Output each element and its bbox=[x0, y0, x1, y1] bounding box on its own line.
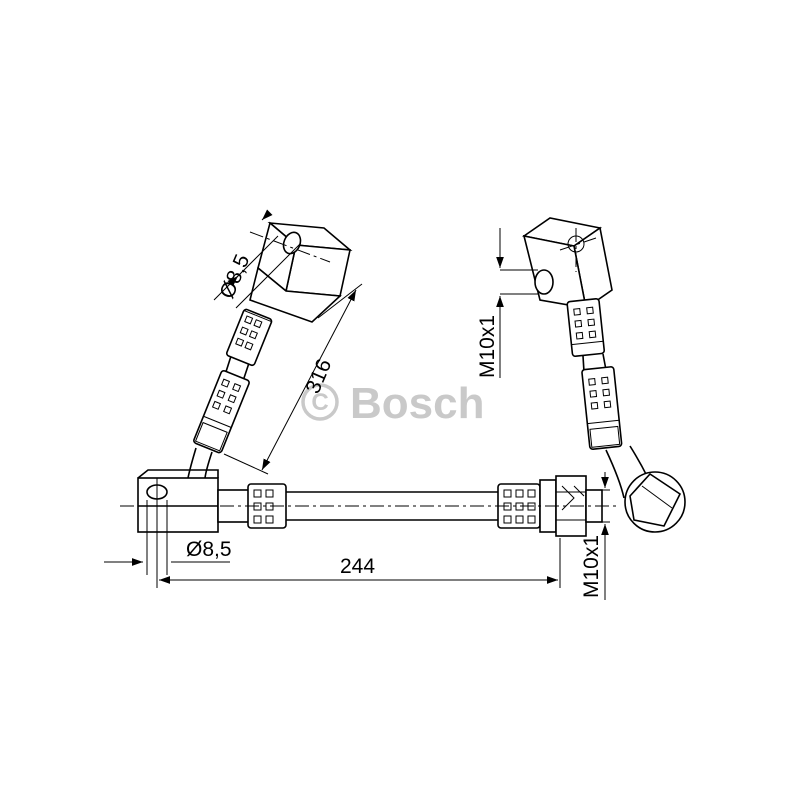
lower-hole-dimension: Ø8,5 bbox=[104, 500, 232, 575]
upper-right-thread-label: M10x1 bbox=[476, 315, 499, 378]
upper-left-hose bbox=[187, 221, 353, 479]
upper-right-crimp-sleeve-bottom bbox=[581, 366, 623, 450]
lower-hole-label: Ø8,5 bbox=[186, 538, 232, 561]
watermark-brand: Bosch bbox=[350, 379, 484, 428]
upper-right-hose bbox=[521, 217, 686, 533]
lower-thread-label: M10x1 bbox=[580, 535, 603, 598]
lower-length-dimension: 244 bbox=[156, 538, 561, 588]
upper-right-thread-dimension: M10x1 bbox=[476, 228, 538, 378]
lower-length-label: 244 bbox=[340, 555, 375, 578]
lower-hose bbox=[120, 469, 620, 548]
upper-right-crimp-sleeve-top bbox=[566, 297, 606, 358]
upper-left-crimp-sleeve-bottom bbox=[193, 370, 250, 454]
upper-right-thread-hole bbox=[534, 269, 554, 295]
bosch-watermark: © C Bosch bbox=[301, 379, 484, 428]
lower-thread-dimension: M10x1 bbox=[580, 472, 610, 600]
upper-left-hole-label: Ø8,5 bbox=[215, 251, 254, 302]
